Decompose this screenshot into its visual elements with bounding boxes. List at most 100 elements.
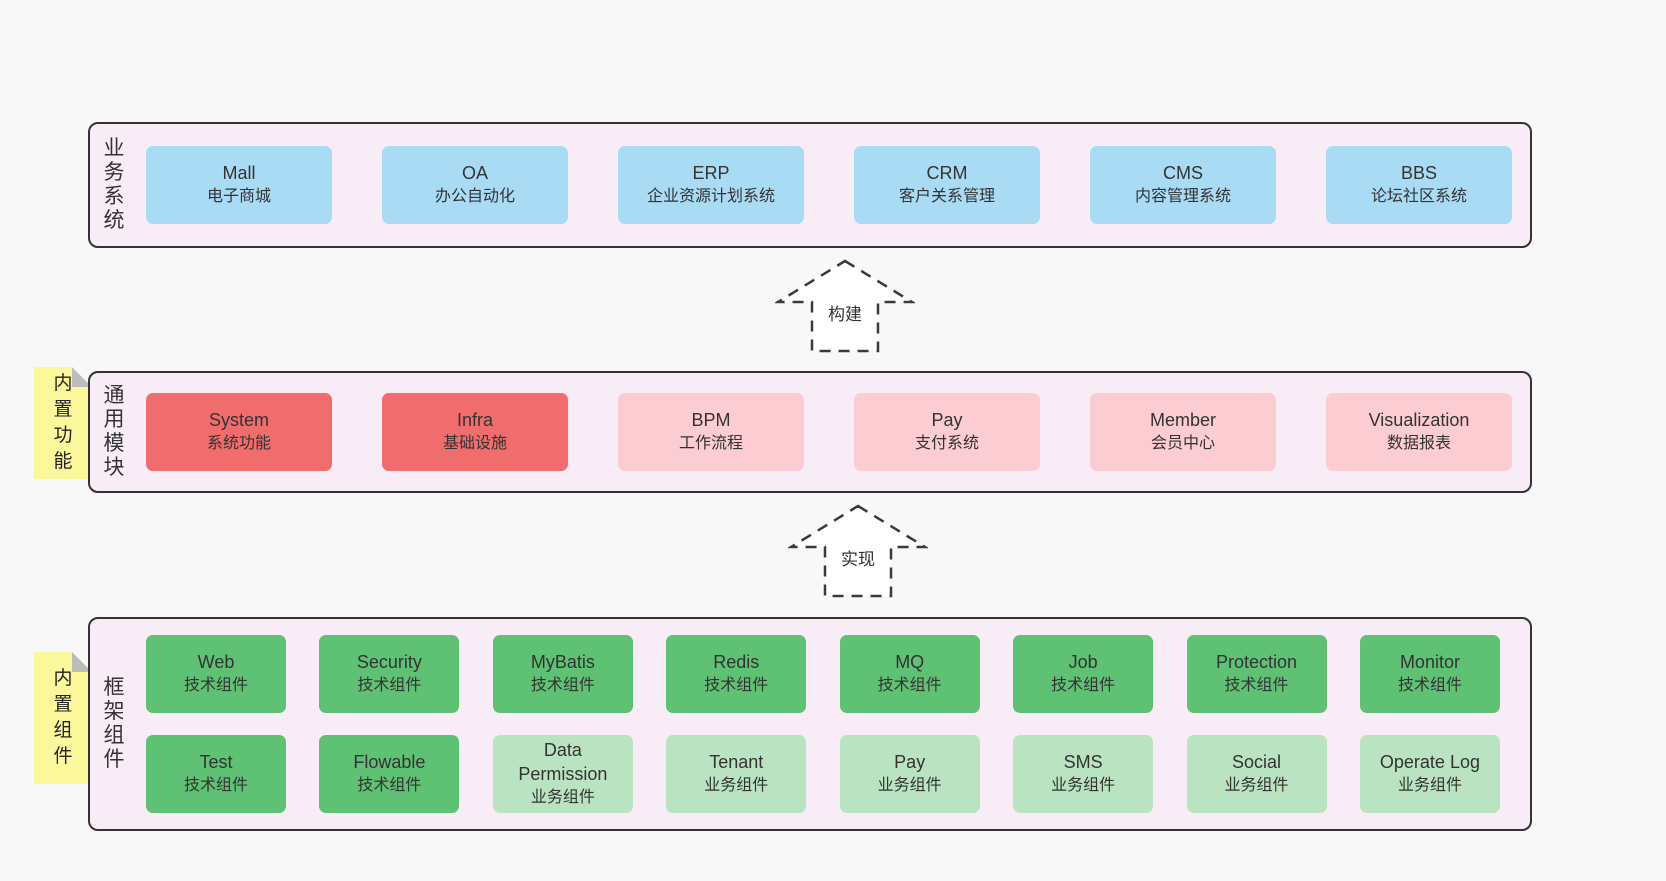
arrow-implement: 实现: [788, 503, 928, 599]
box-en-label: SMS: [1063, 752, 1103, 772]
box-zh-label: 电子商城: [206, 188, 271, 205]
box-en-label: Member: [1149, 410, 1216, 430]
box-zh-label: 技术组件: [704, 677, 769, 694]
arrow-build: 构建: [775, 258, 915, 354]
box-zh-label: 技术组件: [1397, 677, 1462, 694]
box-zh-label: 论坛社区系统: [1370, 188, 1467, 205]
box-zh-label: 技术组件: [530, 677, 595, 694]
band-business-systems: 业务系统 Mall 电子商城 OA 办公自动化 ERP 企业资源计划系统 CRM…: [88, 122, 1532, 248]
box-zh-label: 技术组件: [357, 677, 422, 694]
sticky-note-built-in-features: 内置功能: [34, 367, 92, 479]
box-en-label: Web: [197, 652, 235, 672]
components-rows: Web 技术组件 Security 技术组件 MyBatis 技术组件 Redi…: [146, 635, 1500, 813]
sticky-note-built-in-components: 内置组件: [34, 652, 92, 784]
box-zh-label: 技术组件: [183, 777, 248, 794]
box-en-label: Operate Log: [1379, 752, 1480, 772]
box-zh-label: 业务组件: [704, 777, 769, 794]
box-cms: CMS 内容管理系统: [1090, 146, 1276, 224]
box-zh-label: 业务组件: [1224, 777, 1289, 794]
box-en-label: OA: [461, 163, 488, 183]
arrow-build-label: 构建: [825, 300, 865, 325]
box-en-label: Monitor: [1399, 652, 1460, 672]
box-en-label: ERP: [692, 163, 730, 183]
box-zh-label: 技术组件: [1224, 677, 1289, 694]
box-flowable: Flowable 技术组件: [319, 735, 460, 813]
box-zh-label: 内容管理系统: [1134, 188, 1231, 205]
box-zh-label: 数据报表: [1386, 435, 1451, 452]
sticky-note-label: 内置组件: [53, 668, 73, 767]
band-side-label: 业务系统: [103, 137, 125, 232]
box-en-label: System: [208, 410, 269, 430]
band-side-label: 通用模块: [103, 384, 125, 479]
box-mall: Mall 电子商城: [146, 146, 332, 224]
box-en-label: MQ: [895, 652, 925, 672]
box-en-label: Infra: [456, 410, 494, 430]
box-zh-label: 业务组件: [530, 789, 595, 806]
box-bpm: BPM 工作流程: [618, 393, 804, 471]
components-row-1: Web 技术组件 Security 技术组件 MyBatis 技术组件 Redi…: [146, 635, 1500, 713]
box-security: Security 技术组件: [319, 635, 460, 713]
box-zh-label: 业务组件: [1397, 777, 1462, 794]
box-oa: OA 办公自动化: [382, 146, 568, 224]
box-social: Social 业务组件: [1186, 735, 1327, 813]
box-en-label: Security: [356, 652, 422, 672]
box-en-label: BPM: [691, 410, 731, 430]
box-pay-component: Pay 业务组件: [839, 735, 980, 813]
box-en-label: Data Permission: [518, 740, 608, 784]
box-infra: Infra 基础设施: [382, 393, 568, 471]
box-en-label: Social: [1232, 752, 1282, 772]
business-box-row: Mall 电子商城 OA 办公自动化 ERP 企业资源计划系统 CRM 客户关系…: [146, 146, 1512, 224]
box-en-label: CRM: [926, 163, 968, 183]
box-member: Member 会员中心: [1090, 393, 1276, 471]
box-en-label: Flowable: [353, 752, 426, 772]
box-mybatis: MyBatis 技术组件: [492, 635, 633, 713]
box-system: System 系统功能: [146, 393, 332, 471]
box-en-label: Pay: [894, 752, 926, 772]
box-mq: MQ 技术组件: [839, 635, 980, 713]
box-monitor: Monitor 技术组件: [1359, 635, 1500, 713]
box-sms: SMS 业务组件: [1013, 735, 1154, 813]
box-operate-log: Operate Log 业务组件: [1359, 735, 1500, 813]
box-zh-label: 技术组件: [183, 677, 248, 694]
box-erp: ERP 企业资源计划系统: [618, 146, 804, 224]
box-bbs: BBS 论坛社区系统: [1326, 146, 1512, 224]
box-pay-system: Pay 支付系统: [854, 393, 1040, 471]
box-zh-label: 企业资源计划系统: [646, 188, 775, 205]
box-zh-label: 系统功能: [206, 435, 271, 452]
box-protection: Protection 技术组件: [1186, 635, 1327, 713]
box-zh-label: 工作流程: [678, 435, 743, 452]
box-en-label: Mall: [222, 163, 256, 183]
box-en-label: Tenant: [709, 752, 764, 772]
box-en-label: Pay: [931, 410, 963, 430]
box-test: Test 技术组件: [146, 735, 286, 813]
box-zh-label: 会员中心: [1150, 435, 1215, 452]
box-zh-label: 支付系统: [914, 435, 979, 452]
box-en-label: Protection: [1216, 652, 1298, 672]
components-row-2: Test 技术组件 Flowable 技术组件 Data Permission …: [146, 735, 1500, 813]
band-framework-components: 框架组件 Web 技术组件 Security 技术组件 MyBatis 技术组件…: [88, 617, 1532, 831]
band-side-label: 框架组件: [103, 676, 125, 771]
band-common-modules: 通用模块 System 系统功能 Infra 基础设施 BPM 工作流程 Pay…: [88, 371, 1532, 493]
box-en-label: Test: [199, 752, 233, 772]
box-zh-label: 基础设施: [442, 435, 507, 452]
box-job: Job 技术组件: [1013, 635, 1154, 713]
sticky-note-label: 内置功能: [53, 373, 73, 472]
box-zh-label: 技术组件: [357, 777, 422, 794]
box-web: Web 技术组件: [146, 635, 286, 713]
box-zh-label: 业务组件: [1051, 777, 1116, 794]
box-zh-label: 技术组件: [1051, 677, 1116, 694]
box-en-label: Redis: [713, 652, 760, 672]
box-en-label: Visualization: [1368, 410, 1470, 430]
box-en-label: BBS: [1400, 163, 1438, 183]
box-zh-label: 技术组件: [877, 677, 942, 694]
box-visualization: Visualization 数据报表: [1326, 393, 1512, 471]
box-zh-label: 客户关系管理: [898, 188, 995, 205]
box-data-permission: Data Permission 业务组件: [492, 735, 633, 813]
box-tenant: Tenant 业务组件: [666, 735, 807, 813]
box-redis: Redis 技术组件: [666, 635, 807, 713]
box-crm: CRM 客户关系管理: [854, 146, 1040, 224]
box-en-label: Job: [1068, 652, 1098, 672]
box-zh-label: 业务组件: [877, 777, 942, 794]
box-en-label: MyBatis: [530, 652, 595, 672]
